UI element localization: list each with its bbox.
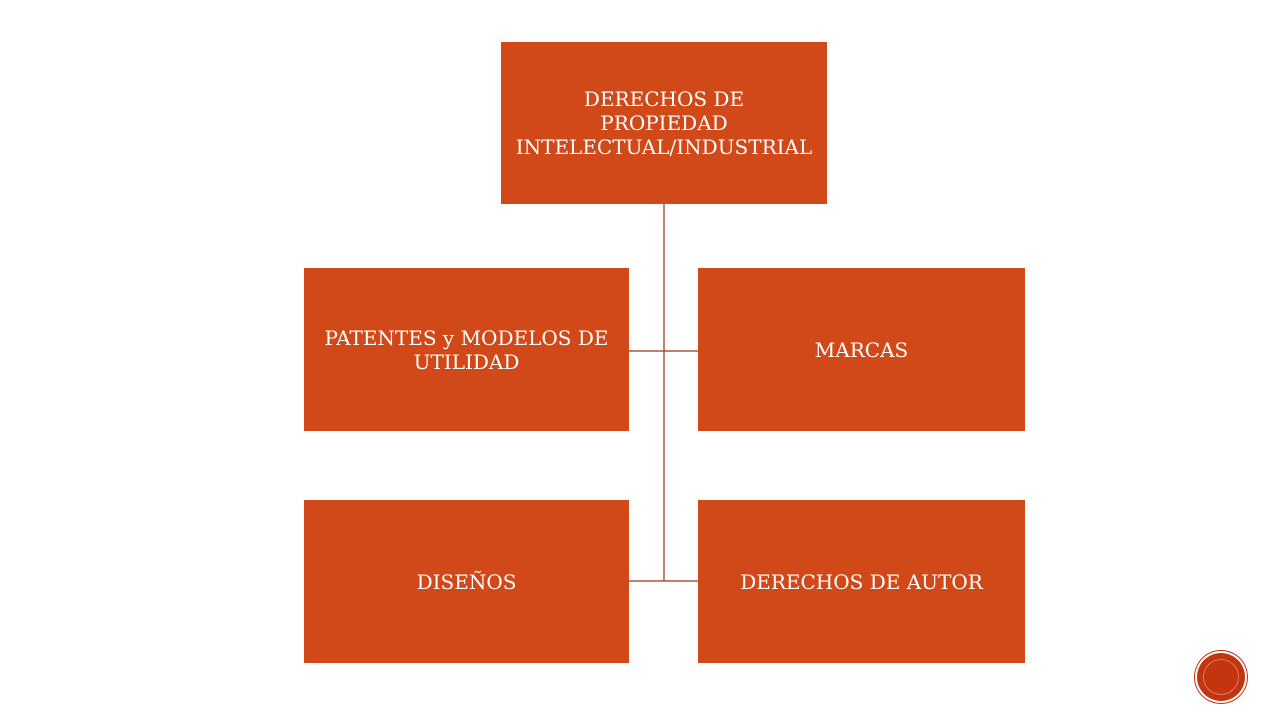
root-line-3: INTELECTUAL/INDUSTRIAL: [515, 135, 813, 159]
autor-line-1: DERECHOS DE AUTOR: [740, 569, 983, 594]
node-disenos: DISEÑOS: [304, 500, 629, 663]
autor-text: DERECHOS DE AUTOR: [740, 570, 983, 594]
node-derechos-autor: DERECHOS DE AUTOR: [698, 500, 1025, 663]
disenos-line-1: DISEÑOS: [416, 569, 517, 594]
disenos-text: DISEÑOS: [417, 570, 517, 594]
root-line-1: DERECHOS DE: [583, 87, 745, 111]
root-node-derechos-propiedad: DERECHOS DE PROPIEDAD INTELECTUAL/INDUST…: [501, 42, 827, 204]
marcas-line-1: MARCAS: [814, 337, 909, 362]
patentes-text: PATENTES y MODELOS DE UTILIDAD: [325, 326, 609, 374]
patentes-line-2: UTILIDAD: [413, 349, 520, 374]
marcas-text: MARCAS: [815, 338, 908, 362]
node-marcas: MARCAS: [698, 268, 1025, 431]
nav-inner-ring: [1203, 659, 1239, 695]
patentes-line-1: PATENTES y MODELOS DE: [324, 325, 609, 350]
root-line-2: PROPIEDAD: [600, 111, 728, 135]
root-node-text: DERECHOS DE PROPIEDAD INTELECTUAL/INDUST…: [516, 87, 813, 159]
node-patentes: PATENTES y MODELOS DE UTILIDAD: [304, 268, 629, 431]
circle-nav-icon[interactable]: [1197, 653, 1245, 701]
